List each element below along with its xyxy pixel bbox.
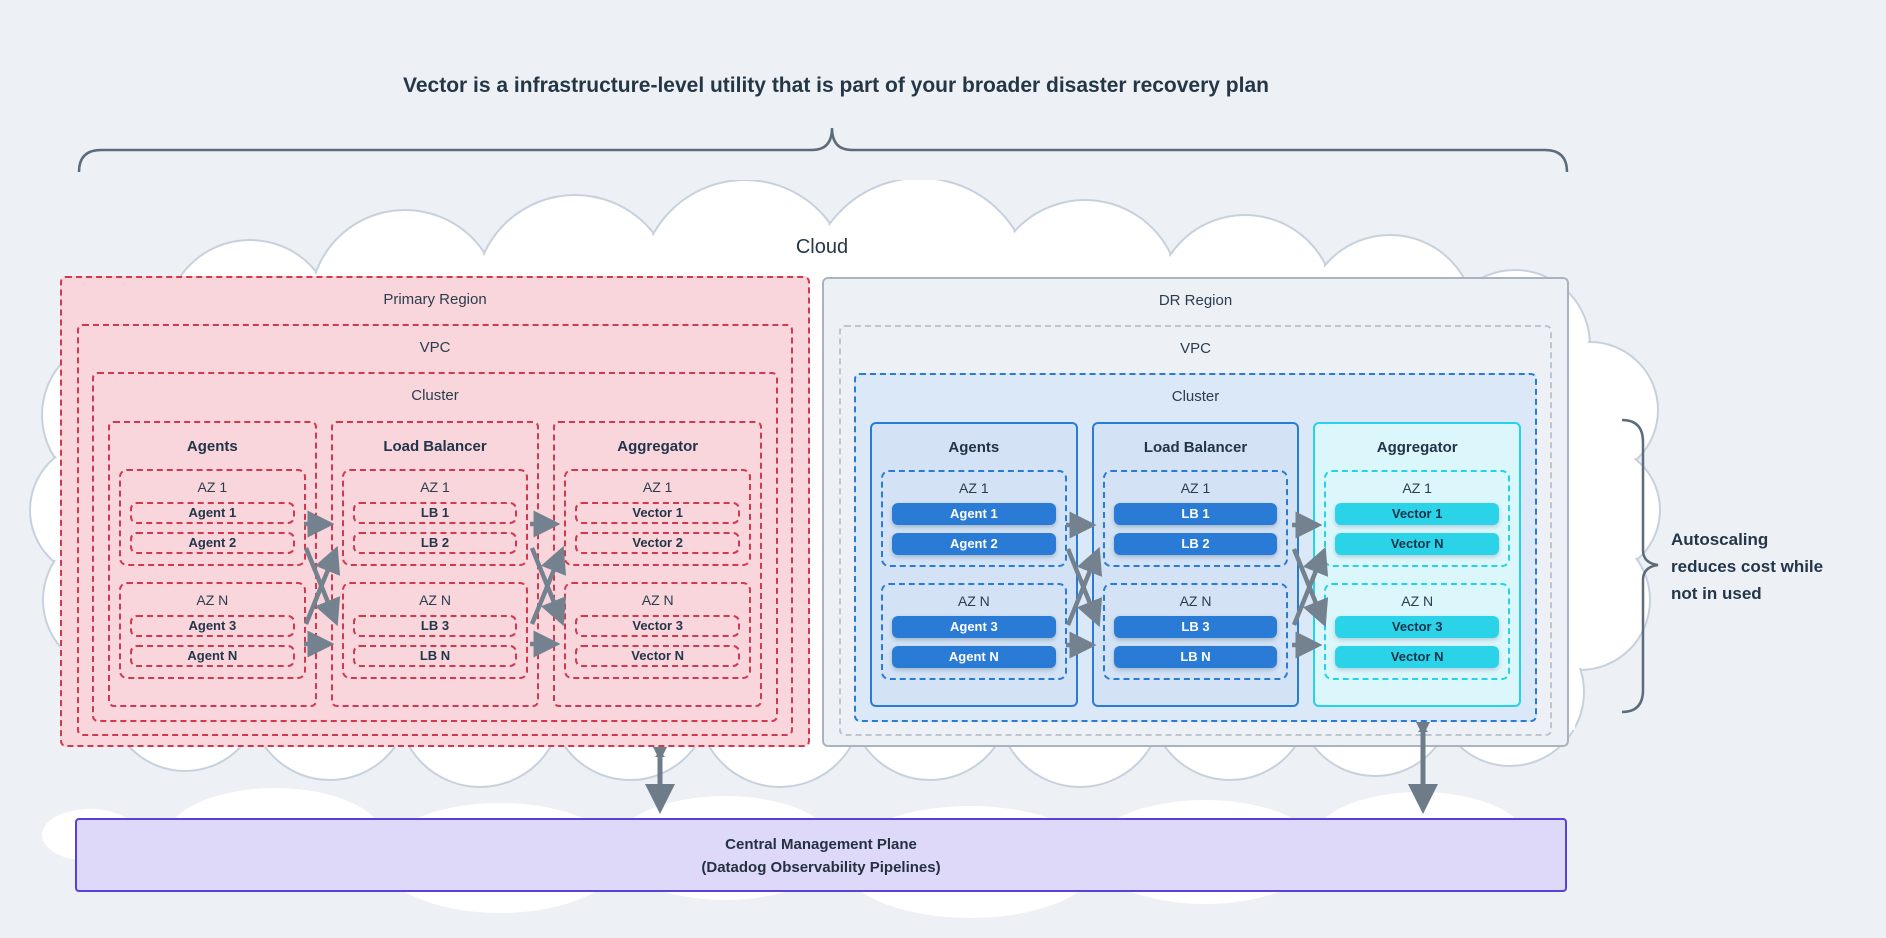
node-chip: Agent 3 (892, 616, 1056, 638)
region-dr: DR Region VPC Cluster Agents AZ 1 Agent … (822, 277, 1569, 747)
az-label: AZ N (957, 593, 990, 609)
column-agents: Agents AZ 1 Agent 1 Agent 2 AZ N Agent 3… (870, 422, 1078, 707)
node-chip: LB 2 (1113, 533, 1278, 555)
column-header: Load Balancer (1143, 439, 1248, 456)
page-title: Vector is a infrastructure-level utility… (403, 74, 1269, 97)
cluster-label: Cluster (1171, 388, 1220, 405)
az-label: AZ N (196, 592, 229, 608)
node-chip: Agent N (130, 645, 295, 667)
flow-crossover-arrows-icon (529, 510, 567, 658)
node-chip: Vector 3 (575, 615, 741, 637)
vpc-label: VPC (1180, 340, 1211, 357)
az-label: AZ 1 (420, 479, 450, 495)
az-label: AZ N (1401, 593, 1434, 609)
az-label: AZ N (641, 592, 674, 608)
top-brace-icon (77, 127, 1569, 173)
az-label: AZ 1 (197, 479, 228, 495)
az-label: AZ N (1179, 593, 1212, 609)
annotation-line: not in used (1671, 584, 1762, 603)
node-chip: Vector 3 (1335, 616, 1500, 638)
node-chip: Agent 3 (130, 615, 295, 637)
vpc-label: VPC (419, 339, 451, 356)
az-box: AZ N LB 3 LB N (1102, 583, 1289, 680)
az-label: AZ N (419, 592, 451, 608)
column-aggregator: Aggregator AZ 1 Vector 1 Vector 2 AZ N V… (553, 421, 763, 707)
node-chip: Vector N (1335, 533, 1500, 555)
column-header: Aggregator (1376, 439, 1458, 456)
az-box: AZ N Agent 3 Agent N (119, 582, 306, 679)
node-chip: LB 3 (1113, 616, 1278, 638)
annotation-line: reduces cost while (1671, 557, 1824, 576)
vpc-box: VPC Cluster Agents AZ 1 Agent 1 Agent 2 … (839, 325, 1552, 736)
column-header: Agents (186, 438, 238, 455)
az-box: AZ N Agent 3 Agent N (881, 583, 1067, 680)
region-label: DR Region (1158, 292, 1233, 309)
column-aggregator: Aggregator AZ 1 Vector 1 Vector N AZ N V… (1313, 422, 1522, 707)
annotation-line: Autoscaling (1671, 530, 1769, 549)
az-label: AZ 1 (1180, 480, 1211, 496)
node-chip: LB 1 (1113, 503, 1278, 525)
column-header: Aggregator (617, 438, 699, 455)
node-chip: LB N (352, 645, 518, 667)
cluster-label: Cluster (411, 387, 459, 404)
column-load-balancer: Load Balancer AZ 1 LB 1 LB 2 AZ N LB 3 L… (330, 421, 540, 707)
node-chip: Agent 1 (892, 503, 1056, 525)
vpc-box: VPC Cluster Agents AZ 1 Agent 1 Agent 2 … (77, 324, 793, 736)
node-chip: LB 1 (352, 502, 518, 524)
node-chip: Agent 2 (130, 532, 295, 554)
az-box: AZ 1 LB 1 LB 2 (341, 469, 529, 566)
column-agents: Agents AZ 1 Agent 1 Agent 2 AZ N Agent 3… (108, 421, 317, 707)
node-chip: Vector N (575, 645, 741, 667)
autoscaling-annotation: Autoscaling reduces cost while not in us… (1671, 526, 1881, 607)
cluster-columns: Agents AZ 1 Agent 1 Agent 2 AZ N Agent 3… (108, 421, 763, 707)
az-box: AZ 1 Agent 1 Agent 2 (881, 470, 1067, 567)
flow-crossover-arrows-icon (1291, 511, 1329, 659)
node-chip: Vector 2 (575, 532, 741, 554)
plane-title: Central Management Plane (725, 836, 917, 853)
az-label: AZ 1 (959, 480, 989, 496)
az-label: AZ 1 (642, 479, 673, 495)
sync-arrow-icon (1408, 722, 1438, 814)
flow-crossover-arrows-icon (303, 510, 341, 658)
node-chip: Vector N (1335, 646, 1500, 668)
az-box: AZ 1 Vector 1 Vector N (1324, 470, 1511, 567)
node-chip: Vector 1 (575, 502, 741, 524)
node-chip: Agent 2 (892, 533, 1056, 555)
flow-crossover-arrows-icon (1065, 511, 1103, 659)
region-primary: Primary Region VPC Cluster Agents AZ 1 A… (60, 276, 810, 747)
cluster-box: Cluster Agents AZ 1 Agent 1 Agent 2 AZ N… (854, 373, 1537, 722)
az-box: AZ 1 LB 1 LB 2 (1102, 470, 1289, 567)
right-brace-icon (1621, 418, 1659, 714)
node-chip: LB 3 (352, 615, 518, 637)
az-box: AZ 1 Agent 1 Agent 2 (119, 469, 306, 566)
column-header: Load Balancer (383, 438, 487, 455)
az-label: AZ 1 (1402, 480, 1432, 496)
node-chip: Vector 1 (1335, 503, 1500, 525)
column-load-balancer: Load Balancer AZ 1 LB 1 LB 2 AZ N LB 3 L… (1091, 422, 1300, 707)
region-label: Primary Region (383, 291, 487, 308)
cluster-box: Cluster Agents AZ 1 Agent 1 Agent 2 AZ N… (92, 372, 778, 722)
cluster-columns: Agents AZ 1 Agent 1 Agent 2 AZ N Agent 3… (870, 422, 1522, 707)
central-management-plane: Central Management Plane (Datadog Observ… (75, 818, 1567, 892)
column-header: Agents (948, 439, 1000, 456)
az-box: AZ N Vector 3 Vector N (1324, 583, 1511, 680)
sync-arrow-icon (645, 747, 675, 814)
node-chip: LB 2 (352, 532, 518, 554)
node-chip: Agent 1 (130, 502, 295, 524)
cloud-label: Cloud (795, 236, 849, 258)
node-chip: Agent N (892, 646, 1056, 668)
az-box: AZ N LB 3 LB N (341, 582, 529, 679)
plane-subtitle: (Datadog Observability Pipelines) (701, 859, 941, 876)
node-chip: LB N (1113, 646, 1278, 668)
az-box: AZ N Vector 3 Vector N (564, 582, 752, 679)
az-box: AZ 1 Vector 1 Vector 2 (564, 469, 752, 566)
